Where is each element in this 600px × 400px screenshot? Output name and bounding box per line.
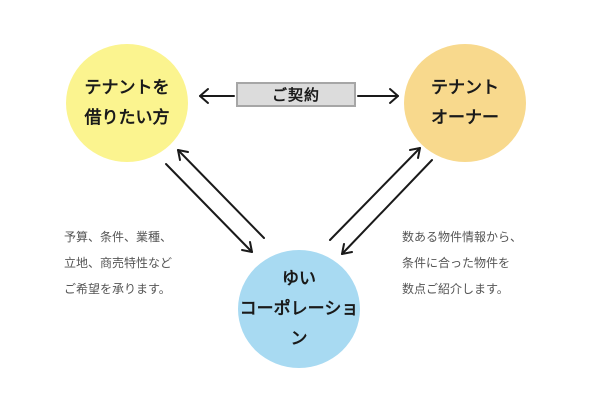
contract-label-box: ご契約 — [236, 82, 356, 107]
contract-arrow-left — [199, 88, 235, 104]
arrow-yui-to-owner — [329, 147, 421, 241]
owner-service-note-line-3: 数点ご紹介します。 — [402, 282, 509, 296]
owner-service-note-line-2: 条件に合った物件を — [402, 256, 511, 270]
owner-service-note: 数ある物件情報から、 条件に合った物件を 数点ご紹介します。 — [402, 224, 522, 302]
arrow-tenant-to-yui — [165, 163, 253, 253]
tenant-owner-node: テナント オーナー — [404, 44, 526, 162]
contract-label: ご契約 — [271, 86, 320, 104]
tenant-seeker-label-line-2: 借りたい方 — [84, 108, 170, 128]
tenant-owner-label-line-2: オーナー — [431, 108, 499, 128]
owner-service-note-line-1: 数ある物件情報から、 — [402, 230, 523, 244]
tenant-service-note-line-2: 立地、商売特性など — [64, 256, 173, 270]
tenant-seeker-node: テナントを 借りたい方 — [66, 44, 188, 162]
tenant-service-note-line-1: 予算、条件、業種、 — [64, 230, 173, 244]
arrow-owner-to-yui — [341, 159, 433, 255]
yui-corporation-label-line-1: ゆい — [282, 269, 316, 289]
yui-corporation-node: ゆい コーポレーション — [238, 250, 360, 368]
yui-corporation-label-line-2: コーポレーション — [239, 299, 359, 349]
tenant-service-note-line-3: ご希望を承ります。 — [64, 282, 171, 296]
tenant-seeker-label-line-1: テナントを — [84, 78, 170, 98]
arrow-yui-to-tenant — [177, 149, 265, 239]
contract-arrow-right — [357, 88, 399, 104]
tenant-service-note: 予算、条件、業種、 立地、商売特性など ご希望を承ります。 — [64, 224, 172, 302]
tenant-owner-label-line-1: テナント — [431, 78, 499, 98]
